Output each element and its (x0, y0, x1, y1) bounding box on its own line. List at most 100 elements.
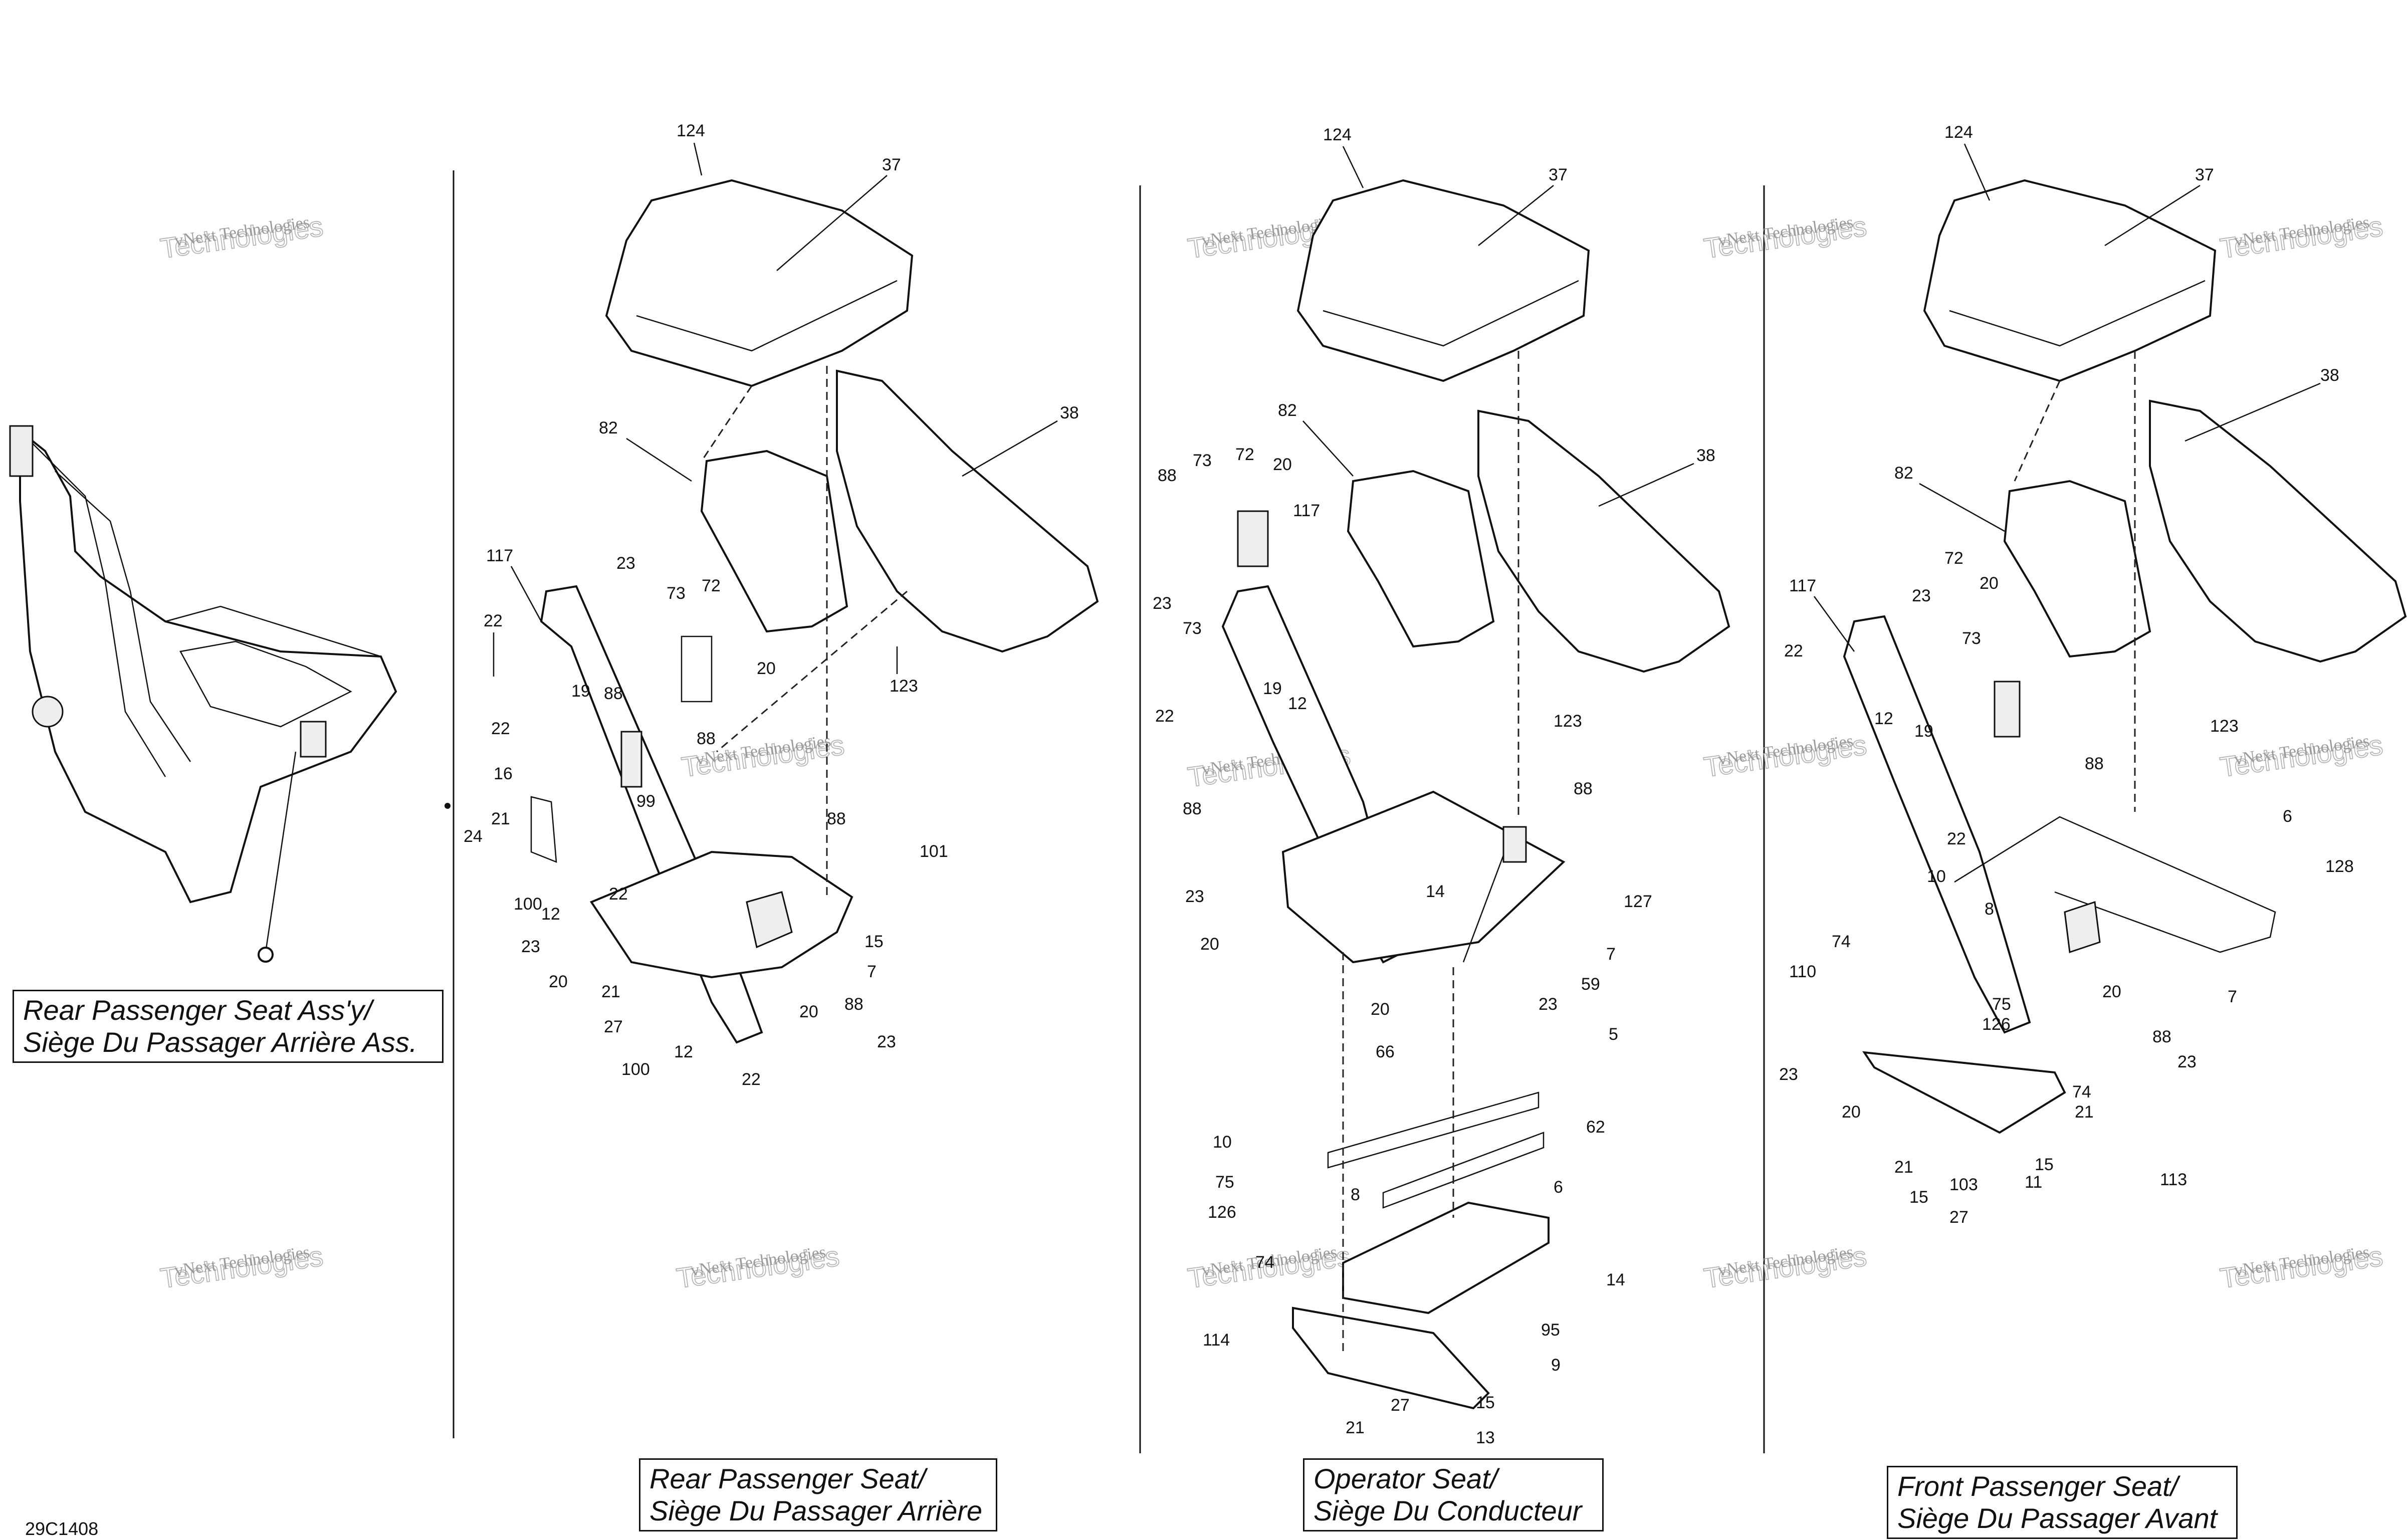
seat-belt-buckle (620, 731, 642, 788)
callout-label: 6 (1554, 1178, 1563, 1197)
seat-back-part (2149, 399, 2407, 663)
headrest-part (2003, 480, 2151, 658)
callout-label: 23 (1153, 594, 1172, 613)
callout-label: 21 (2075, 1103, 2094, 1122)
rear-seat-exploded-drawing (530, 179, 1099, 1044)
callout-label: 6 (2283, 807, 2292, 826)
seat-cushion-part (1296, 179, 1590, 382)
operator-seat-exploded-drawing (1221, 179, 1730, 1410)
callout-label: 13 (1476, 1428, 1495, 1447)
callout-label: 37 (882, 155, 901, 174)
rear-seat-assembly-drawing (9, 425, 397, 963)
mounting-bracket-part (1862, 1051, 2066, 1134)
callout-label: 21 (491, 809, 510, 828)
callout-label: 88 (2152, 1027, 2171, 1046)
seat-frame-tube (55, 471, 191, 762)
slider-frame-part (1342, 1201, 1550, 1314)
callout-label: 12 (541, 905, 560, 924)
callout-label: 20 (2102, 982, 2121, 1001)
leader-line (776, 175, 888, 271)
seat-belt-buckle (300, 721, 327, 758)
callout-label: 22 (1155, 707, 1174, 726)
callout-label: 5 (1609, 1025, 1618, 1044)
seat-belt-strap (265, 751, 297, 953)
callout-label: 23 (877, 1032, 896, 1051)
callout-label: 15 (1476, 1393, 1495, 1412)
caption-rear-passenger-seat: Rear Passenger Seat/ Siège Du Passager A… (639, 1458, 997, 1531)
seat-cushion-edge (165, 605, 381, 657)
leader-line (2184, 382, 2321, 442)
callout-label: 128 (2325, 857, 2354, 876)
callout-label: 59 (1581, 975, 1600, 994)
callout-label: 88 (844, 995, 863, 1014)
callout-label: 117 (486, 546, 513, 565)
leader-line (693, 142, 703, 176)
callout-label: 23 (1539, 995, 1558, 1014)
callout-label: 16 (494, 764, 513, 783)
callout-label: 73 (1183, 619, 1202, 638)
front-seat-callouts: 124 37 82 38 117 72 20 22 23 73 12 19 12… (1779, 123, 2354, 1227)
callout-label: 15 (864, 932, 884, 951)
callout-label: 66 (1376, 1042, 1395, 1061)
callout-label: 73 (1193, 451, 1212, 470)
seat-back-part (836, 369, 1099, 653)
callout-label: 123 (2210, 717, 2239, 736)
callout-label: 9 (1551, 1356, 1561, 1375)
front-passenger-seat-exploded-drawing (1843, 179, 2407, 1134)
leader-line (2104, 184, 2201, 247)
callout-label: 20 (549, 972, 568, 991)
strap-anchor (258, 947, 274, 963)
diagram-code: 29C1408 (25, 1518, 99, 1539)
caption-front-passenger-seat: Front Passenger Seat/ Siège Du Passager … (1887, 1466, 2238, 1539)
seat-belt-retractor (746, 891, 793, 949)
spring-part (1237, 510, 1269, 567)
seat-cushion-panel (179, 640, 352, 728)
callout-label: 23 (2177, 1052, 2197, 1071)
callout-label: 72 (702, 576, 721, 595)
callout-label: 20 (1200, 935, 1219, 954)
seat-frame-part (1843, 615, 2031, 1034)
callout-label: 124 (677, 121, 705, 140)
watermark: Technologies vNext Technologies (674, 1239, 841, 1294)
callout-label: 126 (1982, 1015, 2011, 1034)
callout-label: 10 (1213, 1133, 1232, 1152)
callout-label: 20 (1273, 455, 1292, 474)
callout-label: 8 (1985, 900, 1994, 919)
headrest-part (1347, 470, 1495, 648)
callout-label: 114 (1203, 1331, 1230, 1350)
callout-label: 23 (1779, 1065, 1798, 1084)
callout-label: 19 (1263, 679, 1282, 698)
callout-label: 19 (571, 682, 590, 701)
watermark: Technologies vNext Technologies (1701, 1239, 1869, 1294)
callout-label: 103 (1949, 1175, 1978, 1194)
callout-label: 21 (1346, 1418, 1365, 1437)
callout-label: 20 (1980, 574, 1999, 593)
callout-label: 75 (1215, 1173, 1234, 1192)
callout-label: 88 (1183, 799, 1202, 818)
caption-rear-seat-assembly: Rear Passenger Seat Ass'y/ Siège Du Pass… (13, 990, 444, 1063)
callout-label: 22 (491, 719, 510, 738)
callout-label: 124 (1323, 125, 1352, 144)
seat-frame-tube (30, 441, 166, 777)
callout-label: 20 (1371, 1000, 1390, 1019)
spring-part (1994, 681, 2021, 738)
cushion-edge (1949, 280, 2206, 347)
seat-belt-retractor (9, 425, 34, 477)
callout-label: 73 (667, 584, 686, 603)
leader-line (1919, 483, 2005, 532)
watermark: Technologies vNext Technologies (1701, 209, 1869, 265)
callout-label: 12 (1874, 709, 1893, 728)
leader-line (626, 437, 692, 482)
callout-label: 27 (1949, 1208, 1968, 1227)
callout-label: 100 (621, 1060, 650, 1079)
leader-line (1598, 463, 1694, 507)
callout-label: 22 (484, 611, 503, 630)
callout-label: 72 (1944, 549, 1963, 568)
callout-label: 23 (1912, 586, 1931, 605)
callout-label: 23 (616, 554, 635, 573)
seat-support-tube (1954, 816, 2276, 953)
callout-label: 62 (1586, 1118, 1605, 1137)
callout-label: 20 (1842, 1103, 1861, 1122)
callout-label: 88 (827, 809, 846, 828)
